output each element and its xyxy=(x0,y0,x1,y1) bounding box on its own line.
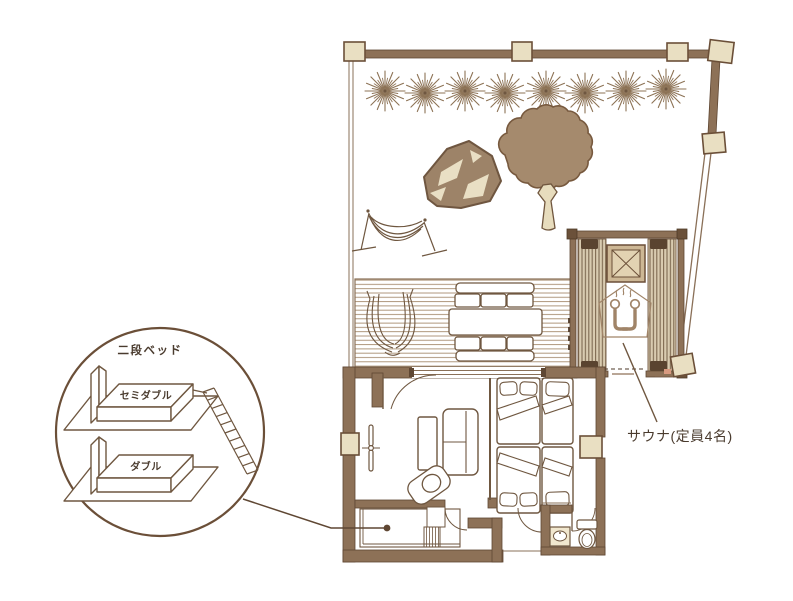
inset-circle xyxy=(54,326,266,538)
casement-window xyxy=(362,424,380,472)
wood-deck xyxy=(354,278,597,369)
inset-leader-line xyxy=(242,498,384,529)
outdoor-sofa-set xyxy=(448,282,543,362)
fence-post xyxy=(666,42,689,62)
fence-post xyxy=(343,41,366,62)
sauna-label: サウナ(定員4名) xyxy=(627,428,733,444)
bunk-ladder xyxy=(423,526,441,548)
sauna-step-post xyxy=(669,352,697,378)
outdoor-table xyxy=(448,308,543,336)
armchair xyxy=(407,465,451,505)
sauna-room xyxy=(566,228,697,379)
sliding-door xyxy=(409,367,546,378)
bench-back xyxy=(455,350,535,362)
wall-post xyxy=(340,432,360,456)
entrance-door xyxy=(390,374,437,410)
inset-leader-dot xyxy=(383,524,391,532)
bedroom xyxy=(489,377,574,533)
toilet-room xyxy=(540,504,606,556)
bunk-bed-inset: 二段ベッド セミダブル ダブル xyxy=(54,326,266,538)
bunk-bed-room xyxy=(359,506,468,548)
upper-bunk-label: セミダブル xyxy=(120,389,173,402)
hedge-shrubs xyxy=(364,68,687,114)
wash-basin xyxy=(549,526,571,547)
inset-title: 二段ベッド xyxy=(118,343,183,357)
hammock xyxy=(351,209,448,257)
fence-post xyxy=(706,38,736,65)
sauna-capacity-icon xyxy=(598,284,652,338)
bed xyxy=(541,377,574,445)
bed xyxy=(496,446,541,514)
bunk-inset-ladder xyxy=(192,387,259,475)
living-room xyxy=(362,372,479,505)
wall-post xyxy=(579,435,603,459)
hallway xyxy=(503,502,571,552)
hanging-chair xyxy=(366,288,416,356)
bed xyxy=(496,377,541,445)
sauna-stove xyxy=(606,244,646,283)
lower-bunk-label: ダブル xyxy=(130,460,162,473)
sofa xyxy=(442,408,479,476)
ground-lines xyxy=(612,373,673,377)
low-table xyxy=(417,416,438,471)
toilet-bowl xyxy=(576,519,598,550)
bunk-room-door xyxy=(444,507,468,531)
upper-bunk-bed xyxy=(63,365,219,431)
sauna-leader-line xyxy=(622,342,658,423)
rock xyxy=(423,140,502,209)
bench-back xyxy=(455,282,535,294)
step-marker xyxy=(664,369,671,374)
tree xyxy=(497,104,594,231)
fence-post xyxy=(701,131,727,155)
fence-post xyxy=(511,41,533,62)
indoor-area xyxy=(340,366,606,563)
sauna-benches xyxy=(577,238,677,372)
lower-bunk-bed xyxy=(63,436,219,502)
bedroom-door xyxy=(517,507,543,533)
